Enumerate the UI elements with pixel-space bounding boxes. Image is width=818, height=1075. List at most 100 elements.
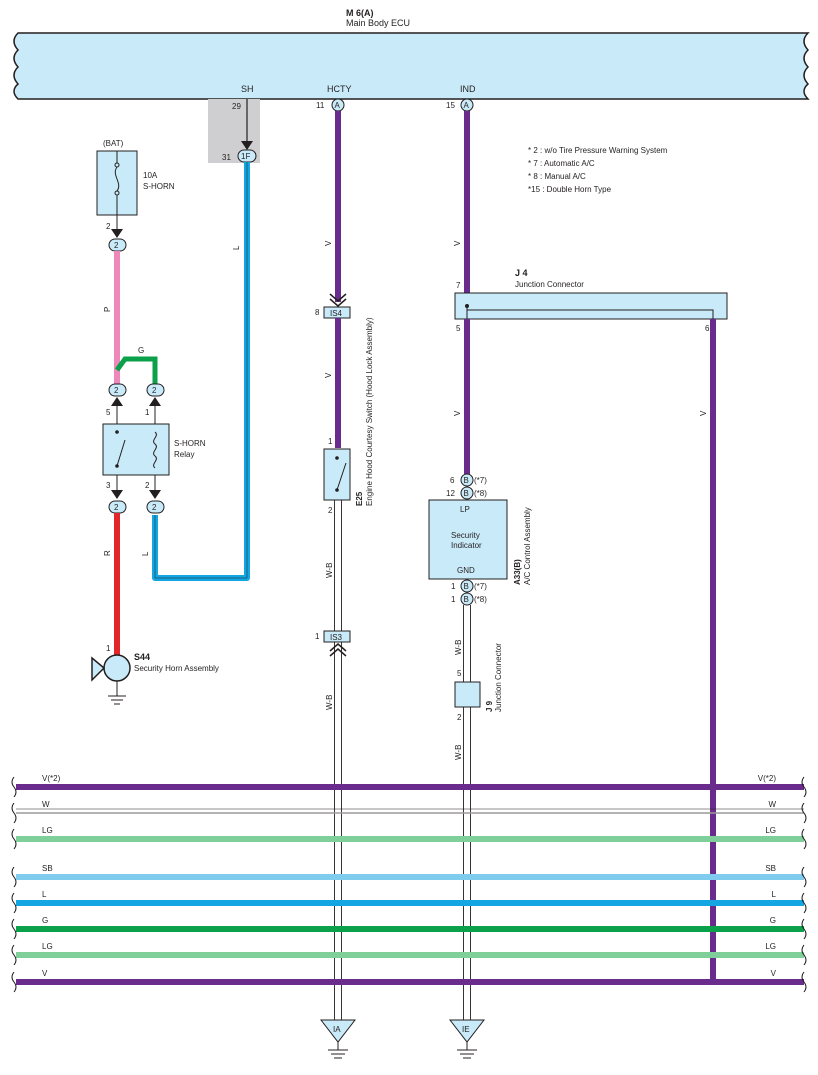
is3-label: IS3 (330, 633, 343, 642)
ind-pin-15: 15 (446, 101, 455, 110)
ind-note7-a: (*7) (474, 476, 487, 485)
wire-label-p: P (103, 307, 112, 312)
bus-label-left: LG (42, 826, 53, 835)
sh-pin-31: 31 (222, 153, 231, 162)
is3-connector (323, 630, 351, 643)
is4-label: IS4 (330, 309, 343, 318)
ground-ie-triangle (448, 1019, 486, 1043)
bus-break (11, 918, 17, 940)
bus-label-right: LG (765, 942, 776, 951)
note-7: * 7 : Automatic A/C (528, 159, 595, 168)
fuse-name: S-HORN (143, 182, 175, 191)
indicator-name: A/C Control Assembly (523, 507, 532, 585)
security-indicator (428, 499, 508, 580)
indicator-label1: Security (451, 531, 480, 540)
j4-code: J 4 (515, 268, 528, 278)
ind-conn-b4 (460, 592, 474, 606)
wire-label-l-main: L (232, 245, 241, 250)
bus-break (801, 776, 807, 798)
ind-note7-b: (*7) (474, 582, 487, 591)
wire-label-l-relay: L (141, 551, 150, 556)
relay-conn-5 (108, 383, 127, 397)
bus-label-right: V(*2) (758, 774, 777, 783)
ind-conn-b2-label: B (464, 489, 469, 498)
wire-label-g: G (138, 346, 144, 355)
is4-pin: 8 (315, 308, 320, 317)
wire-label-r: R (103, 550, 112, 556)
wire-label-v-hcty1: V (324, 240, 333, 246)
horn-code: S44 (134, 652, 150, 662)
relay-pin-2: 2 (145, 481, 150, 490)
bus-break (801, 892, 807, 914)
wire-label-wb-j9: W-B (454, 745, 463, 760)
bus-label-right: G (770, 916, 776, 925)
bus-break (801, 944, 807, 966)
wire-l-blue (152, 162, 250, 581)
wire-g (114, 356, 158, 384)
wire-label-v-ind2: V (453, 410, 462, 416)
ground-ia-triangle (319, 1019, 357, 1043)
bus-label-right: V (771, 969, 777, 978)
relay-coil (153, 431, 157, 469)
sh-arrow (241, 141, 253, 150)
ground-ie-label: IE (462, 1025, 470, 1034)
ecu-name: Main Body ECU (346, 18, 410, 28)
note-8: * 8 : Manual A/C (528, 172, 586, 181)
bus-label-left: L (42, 890, 47, 899)
bus-break (801, 918, 807, 940)
bus-break (801, 866, 807, 888)
hcty-pin-11: 11 (316, 101, 325, 110)
ecu-pin-ind: IND (460, 84, 476, 94)
is4-arrow (329, 293, 347, 307)
bus-break (11, 971, 17, 993)
ind-conn-b1 (460, 473, 474, 487)
ind-pin-12: 12 (446, 489, 455, 498)
j4-name: Junction Connector (515, 280, 584, 289)
bus-label-right: W (768, 800, 776, 809)
bus-label-left: G (42, 916, 48, 925)
wire-label-v-hcty2: V (324, 372, 333, 378)
indicator-lp: LP (460, 505, 470, 514)
relay-conn-5-label: 2 (114, 386, 119, 395)
is3-arrow (329, 643, 347, 657)
fuse-pin: 2 (106, 222, 111, 231)
bus-break (801, 802, 807, 824)
switch-pin1: 1 (328, 437, 333, 446)
ecu-panel (13, 32, 810, 100)
horn-pin: 1 (106, 644, 111, 653)
bus-break (11, 866, 17, 888)
ind-pin-6: 6 (450, 476, 455, 485)
bus-label-right: LG (765, 826, 776, 835)
fuse-element (114, 166, 120, 192)
bus-label-left: LG (42, 942, 53, 951)
bus-break (801, 828, 807, 850)
wire-label-v-ind1: V (453, 240, 462, 246)
bus-break (11, 892, 17, 914)
ind-pin-1a: 1 (451, 582, 456, 591)
bus-label-right: SB (765, 864, 776, 873)
switch-pin2: 2 (328, 506, 333, 515)
horn-relay (102, 423, 170, 476)
bus-break (11, 828, 17, 850)
ground-ia-label: IA (333, 1025, 341, 1034)
sh-connector-label: 1F (241, 152, 250, 161)
fuse-conn-label: 2 (114, 241, 119, 250)
bus-label-left: V (42, 969, 48, 978)
relay-pin-1: 1 (145, 408, 150, 417)
bus-label-left: V(*2) (42, 774, 61, 783)
indicator-gnd: GND (457, 566, 475, 575)
horn-name: Security Horn Assembly (134, 664, 219, 673)
relay-conn-2-label: 2 (152, 503, 157, 512)
ind-conn-b3-label: B (464, 582, 469, 591)
switch-name: Engine Hood Courtesy Switch (Hood Lock A… (365, 317, 374, 506)
indicator-code: A33(B) (513, 559, 522, 585)
ind-note8-a: (*8) (474, 489, 487, 498)
hcty-connector-label: A (335, 101, 341, 110)
ground-ia-icon (328, 1049, 348, 1059)
ind-connector-label: A (464, 101, 470, 110)
j4-pin7: 7 (456, 281, 461, 290)
wire-label-wb-sw: W-B (325, 563, 334, 578)
note-15: *15 : Double Horn Type (528, 185, 612, 194)
